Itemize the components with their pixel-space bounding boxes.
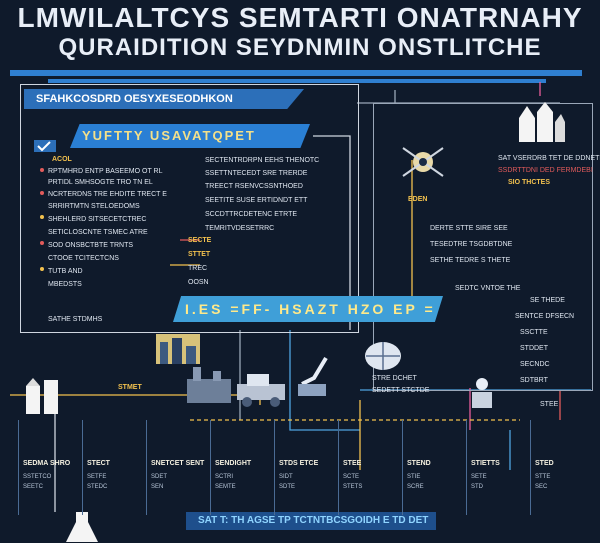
secondary-rule — [48, 79, 546, 83]
list-item: SOD ONSBCTBTE TRNTS — [48, 242, 134, 249]
list-item: SCCDTTRCDETENC ETRTE — [205, 211, 298, 218]
bottom-column: STEE SCTE STETS — [338, 420, 398, 515]
flask-icon — [66, 512, 98, 542]
tag-label: EDEN — [408, 196, 428, 203]
tag-label: SEDETT STCTDE — [372, 387, 430, 394]
title-line-2: QURAIDITION SEYDNMIN ONSTLITCHE — [58, 34, 542, 61]
section-ribbon-bottom: SAT T: TH AGSE TP TCTNTBCSGOIDH E TD DET — [186, 512, 436, 530]
list-item: SSETTNTECEDT SRE TRERDE — [205, 170, 308, 177]
list-item: SEDTC VNTOE THE — [455, 285, 521, 292]
list-item: TEMRITVDESETRRC — [205, 225, 275, 232]
column-line: SEN — [151, 484, 164, 490]
bottom-column: STDS ETCE SIDT SDTE — [274, 420, 334, 515]
list-item: SSCTTE — [520, 329, 548, 336]
list-item: SECTENTRDRPN EEHS THENOTC — [205, 157, 320, 164]
list-item: SIO THCTES — [508, 179, 551, 186]
column-heading: STEE — [343, 460, 362, 467]
list-item: DERTE STTE SIRE SEE — [430, 225, 508, 232]
column-heading: STED — [535, 460, 554, 467]
column-heading: STECT — [87, 460, 110, 467]
list-item: STDDET — [520, 345, 548, 352]
bottom-column: SEDMA SHRO SSTETCO SEETC — [18, 420, 78, 515]
buildings-icon — [519, 102, 565, 142]
column-line: STIE — [407, 474, 421, 480]
column-line: SETFE — [87, 474, 107, 480]
globe-icon — [365, 342, 401, 370]
list-item: ACOL — [52, 156, 72, 163]
column-line: STETS — [343, 484, 363, 490]
column-heading: SENDIGHT — [215, 460, 252, 467]
title-line-1: LMWILALTCYS SEMTARTI ONATRNAHY — [17, 2, 583, 33]
list-item: CTOOE TCITECTCNS — [48, 255, 119, 262]
list-item: SETHE TEDRE S THETE — [430, 257, 511, 264]
list-item: PRTIDL SMHSOGTE TRO TN EL — [48, 179, 153, 186]
factory-icon — [187, 367, 231, 403]
bullet-markers — [40, 168, 44, 271]
bottom-column: STECT SETFE STEDC — [82, 420, 142, 515]
section-ribbon-sub: YUFTTY USAVATQPET — [70, 124, 310, 148]
list-item: SECNDC — [520, 361, 550, 368]
bottom-column: STED STTE SEC — [530, 420, 590, 515]
tag-label: STRE DCHET — [372, 375, 417, 382]
column-line: SIDT — [279, 474, 293, 480]
column-line: SSTETCO — [23, 474, 52, 480]
list-item: MBEDSTS — [48, 281, 82, 288]
list-item: SRRIRTMTN STELOEDOMS — [48, 203, 140, 210]
title-underline — [10, 70, 582, 76]
column-line: SCTRI — [215, 474, 233, 480]
column-line: SCTE — [343, 474, 360, 480]
column-heading: SEDMA SHRO — [23, 460, 71, 467]
tag-label: TREC — [188, 265, 208, 272]
worker-icon — [472, 378, 492, 408]
bottom-column: SNETCET SENT SDET SEN — [146, 420, 206, 515]
list-item: RPTMHRD ENTP BASEEMO OT RL — [48, 168, 163, 175]
list-item: SATHE STDMHS — [48, 316, 103, 323]
list-item: SAT VSERDRB TET DE DDNETE — [498, 155, 600, 162]
list-item: STEE — [540, 401, 559, 408]
column-line: SDTE — [279, 484, 296, 490]
list-item: TESEDTRE TSGDBTDNE — [430, 241, 513, 248]
column-heading: STIETTS — [471, 460, 500, 467]
list-item: SENTCE DFSECN — [515, 313, 575, 320]
list-item: NCRTERDNS TRE EHDITE TRECT E — [48, 191, 167, 198]
column-line: STEDC — [87, 484, 108, 490]
column-line: STTE — [535, 474, 551, 480]
column-line: SEC — [535, 484, 548, 490]
list-item: SSDRTTDNI DED FERMDEBI — [498, 167, 593, 174]
column-heading: SNETCET SENT — [151, 460, 205, 467]
section-ribbon-top: SFAHKCOSDRD OESYXESEODHKON — [24, 89, 304, 109]
tag-label: OOSN — [188, 279, 209, 286]
machine-icon — [237, 374, 285, 407]
tag-label: STTET — [188, 251, 211, 258]
list-item: SDTBRT — [520, 377, 548, 384]
column-line: SCRE — [407, 484, 424, 490]
robot-arm-icon — [298, 356, 328, 396]
bottom-column: STIETTS SETE STD — [466, 420, 526, 515]
list-item: SETICLOSCNTE TSMEC ATRE — [48, 229, 148, 236]
satellite-icon — [402, 147, 444, 177]
tag-label: STMET — [118, 384, 142, 391]
silos-icon — [26, 378, 58, 414]
column-line: SEMTE — [215, 484, 236, 490]
list-item: SEETITE SUSE ERTIDNDT ETT — [205, 197, 308, 204]
tag-label: SECTE — [188, 237, 212, 244]
column-line: STD — [471, 484, 483, 490]
bottom-column: SENDIGHT SCTRI SEMTE — [210, 420, 270, 515]
checklist-icon — [34, 140, 56, 152]
column-line: SETE — [471, 474, 487, 480]
column-line: SDET — [151, 474, 168, 480]
column-line: SEETC — [23, 484, 44, 490]
list-item: TUTB AND — [48, 268, 83, 275]
right-panel — [373, 103, 593, 391]
left-panel — [20, 84, 359, 333]
city-scene-icon — [156, 334, 200, 364]
section-ribbon-middle: I.ES =FF- HSAZT HZO EP = — [173, 296, 443, 322]
column-heading: STEND — [407, 460, 431, 467]
bottom-column: STEND STIE SCRE — [402, 420, 462, 515]
list-item: TREECT RSENVCSSNTHOED — [205, 183, 303, 190]
column-heading: STDS ETCE — [279, 460, 319, 467]
list-item: SE THEDE — [530, 297, 565, 304]
list-item: SHEHLERD SITSECETCTREC — [48, 216, 147, 223]
